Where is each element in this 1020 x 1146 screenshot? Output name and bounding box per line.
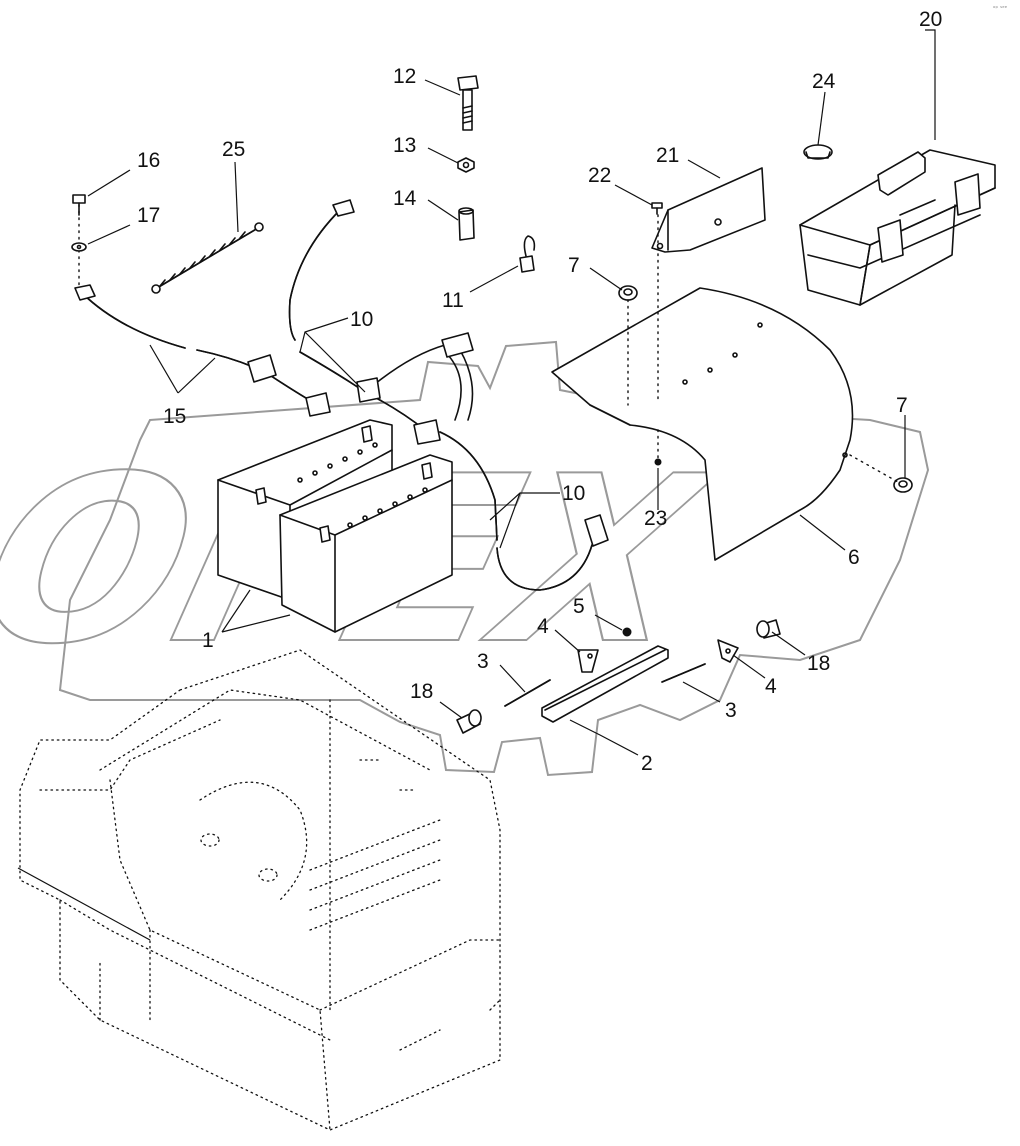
battery-cables	[74, 199, 609, 591]
part-toolbox	[799, 149, 996, 306]
callout-13: 13	[393, 134, 416, 157]
callout-4-left: 4	[537, 615, 549, 638]
callout-10-top: 10	[350, 308, 373, 331]
callout-17: 17	[137, 204, 160, 227]
callout-18-right: 18	[807, 652, 830, 675]
part-clamp-4a	[577, 649, 599, 673]
part-rivet-23	[654, 458, 662, 466]
watermark-gear-outline	[58, 340, 930, 777]
leader-lines	[87, 29, 936, 756]
part-terminal-11	[519, 235, 536, 273]
part-bolt-12	[457, 75, 479, 131]
callout-21: 21	[656, 144, 679, 167]
part-spacer-14	[458, 207, 475, 241]
callout-10-mid: 10	[562, 482, 585, 505]
corner-mark: ᵒᵖ ˢᵉᵉ	[993, 5, 1008, 12]
machine-frame-dotted	[19, 649, 501, 1131]
alignment-lines	[78, 204, 899, 483]
part-screw-16	[72, 194, 86, 216]
callout-25: 25	[222, 138, 245, 161]
callout-18-left: 18	[410, 680, 433, 703]
callout-12: 12	[393, 65, 416, 88]
part-cover	[551, 287, 854, 561]
callout-16: 16	[137, 149, 160, 172]
part-rod-3b	[661, 663, 706, 683]
callout-20: 20	[919, 8, 942, 31]
part-bracket	[651, 167, 766, 253]
battery-vent-caps	[297, 442, 428, 528]
callout-3-right: 3	[725, 699, 737, 722]
callout-5: 5	[573, 595, 585, 618]
callout-6: 6	[848, 546, 860, 569]
callout-11: 11	[442, 289, 464, 312]
machine-frame-edge	[17, 867, 151, 941]
callout-22: 22	[588, 164, 611, 187]
callout-14: 14	[393, 187, 417, 210]
callout-4-right: 4	[765, 675, 777, 698]
part-nut-13	[457, 157, 475, 173]
part-bushing-18a	[456, 709, 482, 734]
callout-24: 24	[812, 70, 836, 93]
part-clamp-4b	[717, 639, 739, 663]
part-ball-5	[622, 627, 632, 637]
part-screw-22	[651, 202, 663, 215]
callout-3-left: 3	[477, 650, 489, 673]
part-batteries	[217, 419, 453, 633]
callout-1: 1	[202, 629, 214, 652]
callout-15: 15	[163, 405, 186, 428]
callouts: 20 24 21 22 7 7 6 23 12 13 14 11 16 17 2…	[137, 8, 942, 775]
part-cap	[803, 144, 833, 160]
callout-7-top: 7	[568, 254, 580, 277]
part-grommet-7b	[893, 477, 913, 493]
part-washer-17	[71, 242, 87, 252]
part-angle-bar-2	[541, 645, 669, 723]
callout-23: 23	[644, 507, 667, 530]
callout-2: 2	[641, 752, 653, 775]
part-ground-strap-25	[151, 222, 264, 294]
part-rod-3a	[504, 679, 551, 707]
part-grommet-7a	[618, 285, 638, 301]
callout-7-right: 7	[896, 394, 908, 417]
